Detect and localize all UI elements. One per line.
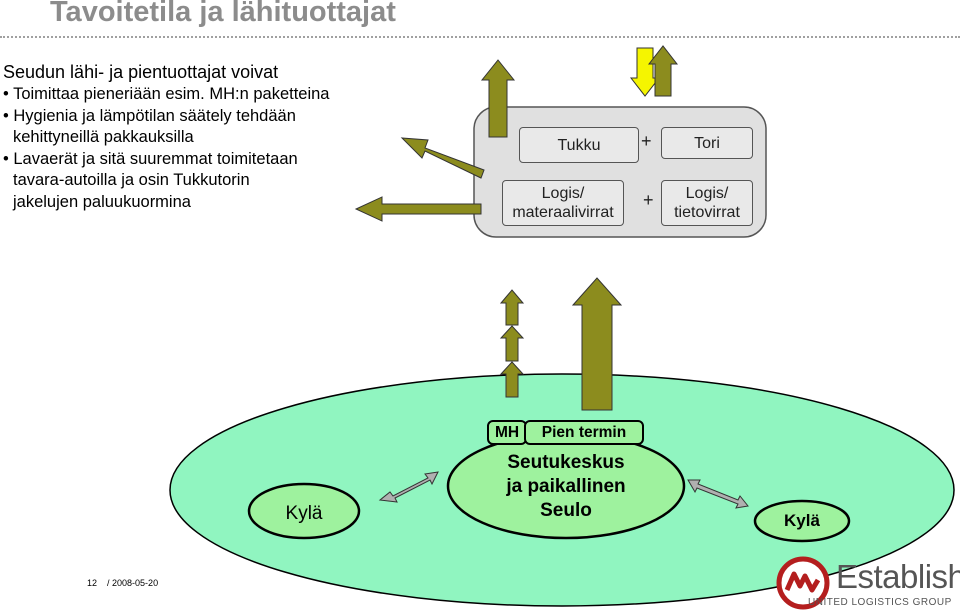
plus-sign: + bbox=[641, 131, 652, 151]
bullet-list: • Toimittaa pieneriään esim. MH:n pakett… bbox=[3, 84, 423, 213]
plus-sign: + bbox=[643, 190, 654, 210]
bullet-continuation: kehittyneillä pakkauksilla bbox=[13, 128, 194, 146]
tori-box: Tori bbox=[661, 127, 753, 159]
small-up-arrow-icon bbox=[499, 325, 525, 362]
logo-name: Establish bbox=[836, 558, 960, 595]
logis-info-box: Logis/tietovirrat bbox=[661, 180, 753, 226]
up-arrow-icon bbox=[480, 59, 516, 138]
pien-termin-label: Pien termin bbox=[524, 420, 644, 445]
intro-text: Seudun lähi- ja pientuottajat voivat bbox=[3, 62, 279, 82]
tukku-box: Tukku bbox=[519, 127, 639, 163]
center-label: Seutukeskus ja paikallinen Seulo bbox=[506, 452, 626, 521]
small-up-arrow-icon bbox=[499, 289, 525, 326]
bullet-item: • Toimittaa pieneriään esim. MH:n pakett… bbox=[3, 85, 330, 103]
diagonal-arrow-icon bbox=[400, 137, 485, 179]
village-right-ellipse bbox=[753, 499, 851, 543]
bullet-continuation: tavara-autoilla ja osin Tukkutorin bbox=[13, 171, 250, 189]
footer: 12 / 2008-05-20 bbox=[87, 578, 158, 588]
logo-subtitle: UNITED LOGISTICS GROUP bbox=[808, 597, 952, 608]
mh-label: MH bbox=[487, 420, 527, 445]
village-left-label: Kylä bbox=[285, 503, 323, 524]
bidirectional-arrow-icon bbox=[378, 471, 439, 503]
village-left-ellipse bbox=[247, 482, 361, 540]
footer-date: / 2008-05-20 bbox=[107, 578, 159, 588]
bullet-continuation: jakelujen paluukuormina bbox=[13, 192, 191, 211]
left-arrow-icon bbox=[354, 196, 482, 222]
bullet-item: • Lavaerät ja sitä suuremmat toimitetaan bbox=[3, 149, 298, 168]
up-arrow-icon bbox=[647, 45, 679, 97]
large-up-arrow-icon bbox=[571, 277, 623, 411]
logis-materials-box: Logis/materaalivirrat bbox=[502, 180, 624, 226]
village-right-label: Kylä bbox=[784, 511, 820, 530]
small-up-arrow-icon bbox=[499, 361, 525, 398]
bullet-item: • Hygienia ja lämpötilan säätely tehdään bbox=[3, 106, 296, 125]
slide-title: Tavoitetila ja lähituottajat bbox=[50, 0, 396, 28]
title-divider bbox=[0, 36, 960, 38]
bidirectional-arrow-icon bbox=[687, 479, 749, 509]
page-number: 12 bbox=[87, 578, 98, 588]
establish-logo-icon bbox=[776, 556, 830, 610]
